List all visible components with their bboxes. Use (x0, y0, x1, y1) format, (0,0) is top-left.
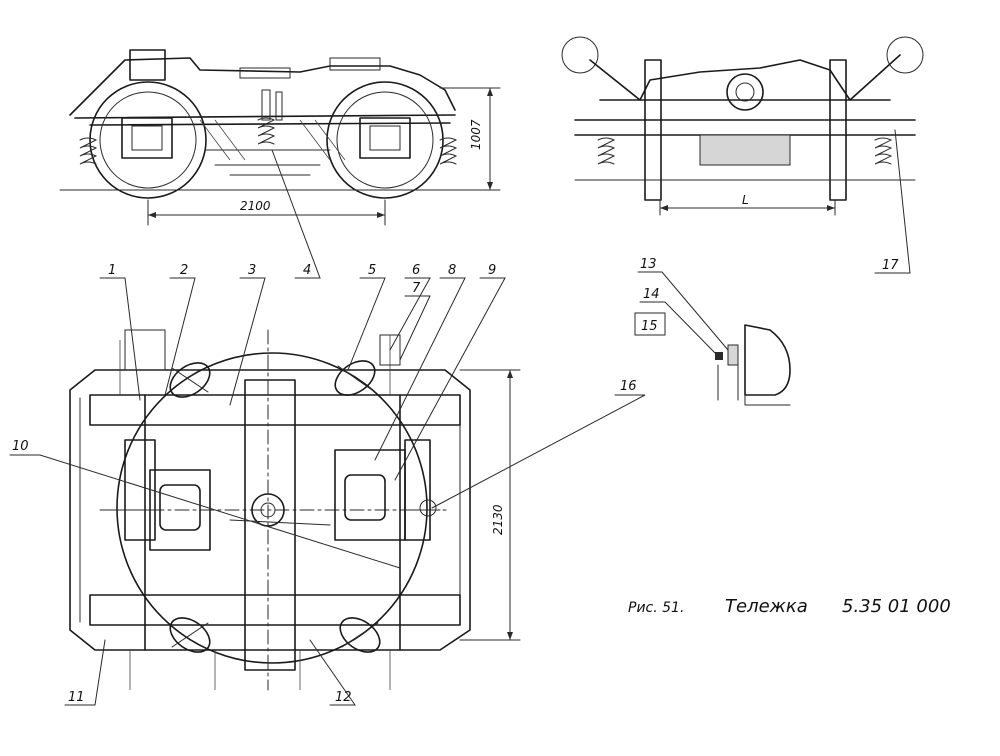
callout-7: 7 (412, 281, 421, 296)
end-view: L (561, 36, 924, 216)
callout-9: 9 (488, 263, 496, 278)
callout-5: 5 (368, 263, 376, 278)
callout-14: 14 (643, 287, 660, 302)
callout-6: 6 (412, 263, 420, 278)
callout-2: 2 (180, 263, 188, 278)
caption: Рис. 51. Тележка 5.35 01 000 (628, 596, 951, 617)
callout-1: 1 (108, 263, 116, 278)
callout-16: 16 (620, 379, 637, 394)
callout-11: 11 (68, 690, 85, 705)
figure-number: Рис. 51. (628, 600, 684, 616)
dim-wheelbase: 2100 (240, 199, 271, 213)
callout-17: 17 (882, 258, 899, 273)
dim-height: 1007 (469, 119, 483, 150)
dim-L: L (742, 193, 749, 207)
plan-view: 2130 (69, 329, 521, 691)
callout-10: 10 (12, 439, 29, 454)
dim-gauge: 2130 (491, 504, 505, 535)
detail-view (715, 324, 791, 406)
callout-13: 13 (640, 257, 657, 272)
figure-code: 5.35 01 000 (842, 596, 951, 617)
callouts: 1 2 3 4 5 6 7 8 9 10 11 12 13 (9, 129, 911, 706)
side-view: 2100 1007 (59, 49, 501, 226)
callout-3: 3 (248, 263, 256, 278)
figure-title: Тележка (725, 596, 808, 617)
callout-8: 8 (448, 263, 456, 278)
callout-15: 15 (641, 319, 658, 334)
callout-12: 12 (335, 690, 352, 705)
callout-4: 4 (303, 263, 311, 278)
